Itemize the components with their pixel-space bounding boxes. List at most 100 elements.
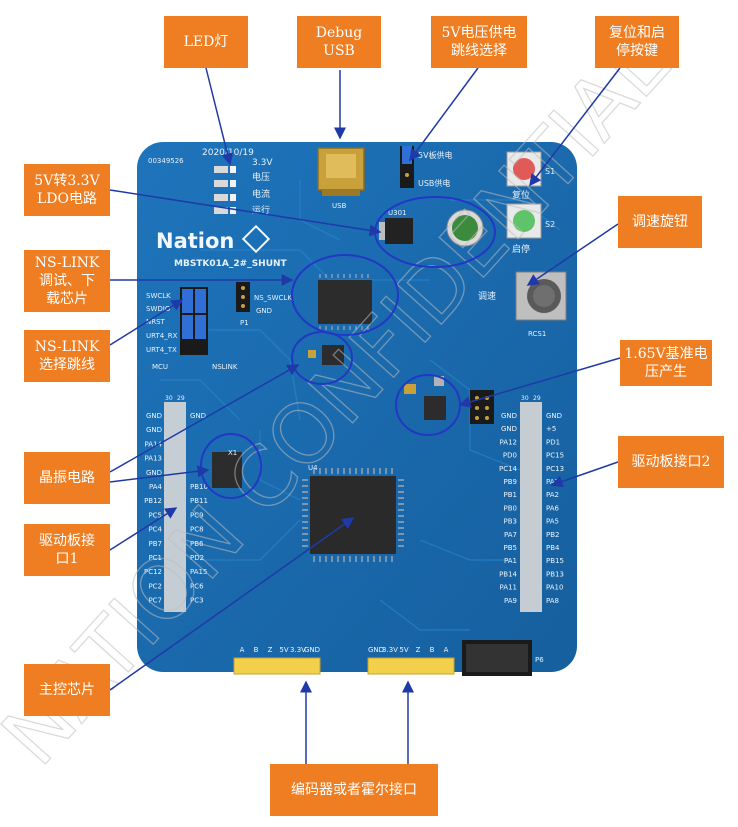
silk-usb: USB: [332, 202, 347, 210]
pin-label: PC3: [190, 597, 204, 605]
callout-reset-start: 复位和启 停按键: [595, 16, 679, 68]
usb-connector: [317, 147, 365, 196]
pin-label: PC1: [148, 554, 162, 562]
silk-model: MBSTK01A_2#_SHUNT: [174, 259, 288, 269]
pin-label: A: [240, 646, 245, 654]
callout-ldo: 5V转3.3V LDO电路: [24, 164, 110, 216]
silk-p6: P6: [535, 656, 544, 664]
pin-label: PB12: [144, 497, 162, 505]
pin-label: PC9: [190, 511, 204, 519]
silk-led-current: 电流: [252, 188, 270, 200]
pin-label: GND: [501, 412, 517, 420]
pin-label: PC13: [546, 465, 564, 473]
pin-label: PC8: [190, 526, 204, 534]
silk-urt4-tx: URT4_TX: [146, 346, 177, 354]
pin-label: PA12: [500, 438, 517, 446]
pin-label: PD1: [546, 438, 560, 446]
pin-label: PC2: [148, 582, 162, 590]
silk-5v-board: 5V板供电: [418, 150, 453, 160]
pin-label: PB5: [504, 544, 517, 552]
pin-label: PA11: [500, 584, 517, 592]
pin-label: PC6: [190, 582, 204, 590]
silk-pin29-left: 29: [177, 395, 185, 402]
logo-mark-icon: [241, 224, 271, 254]
electrolytic-capacitor: [446, 209, 484, 247]
arrow-ldo: [109, 189, 382, 237]
callout-nslink-chip: NS-LINK 调试、下 载芯片: [24, 250, 110, 312]
pin-label: PC15: [546, 452, 564, 460]
arrow-vref: [458, 357, 621, 408]
silk-s1: S1: [545, 167, 555, 176]
pin-label: PB13: [546, 570, 564, 578]
silk-ns-swclk: NS_SWCLK: [254, 294, 292, 302]
callout-drive-if2: 驱动板接口2: [618, 436, 724, 488]
silk-pin30-left: 30: [165, 395, 173, 402]
pin-label: PA6: [546, 504, 560, 512]
silk-swclk: SWCLK: [146, 292, 171, 300]
pin-label: A: [444, 646, 449, 654]
pin-label: PA14: [145, 440, 163, 448]
highlight-nslink-chip: [291, 254, 399, 336]
pin-label: PB11: [190, 497, 208, 505]
p6-header: [462, 640, 532, 676]
board-logo: Nation: [156, 229, 234, 253]
pin-label: 5V: [399, 646, 408, 654]
pin-label: PA4: [149, 483, 163, 491]
arrow-drive-2: [550, 461, 619, 488]
pin-label: +5: [546, 425, 556, 433]
pin-label: 5V: [279, 646, 288, 654]
pin-label: GND: [501, 425, 517, 433]
pin-label: PA15: [190, 568, 207, 576]
pin-label: PB15: [546, 557, 564, 565]
arrow-crystal-1: [109, 364, 300, 473]
speed-potentiometer: [515, 271, 567, 321]
silk-3v3: 3.3V: [252, 158, 273, 168]
pin-label: PB14: [499, 570, 517, 578]
status-leds: [214, 166, 236, 214]
pin-label: Z: [268, 646, 273, 654]
callout-led: LED灯: [164, 16, 248, 68]
callout-main-chip: 主控芯片: [24, 664, 110, 716]
arrow-crystal-2: [109, 465, 210, 483]
callout-5v-jumper: 5V电压供电 跳线选择: [431, 16, 527, 68]
nslink-jumper-block: [180, 287, 208, 355]
pin-label: PC12: [144, 568, 162, 576]
silk-u301: U301: [388, 209, 406, 217]
pin-label: PB6: [190, 540, 204, 548]
silk-s2: S2: [545, 220, 555, 229]
arrow-drive-1: [109, 507, 178, 551]
pin-label: PA1: [504, 557, 517, 565]
pin-label: PA7: [504, 531, 517, 539]
pin-label: PD2: [190, 554, 204, 562]
silk-u4: U4: [308, 464, 318, 472]
reset-button: [506, 151, 542, 187]
pin-label: GND: [146, 412, 162, 420]
vref-chip: [404, 376, 446, 420]
arrow-knob: [526, 223, 619, 286]
silk-board-id: 00349526: [148, 157, 184, 165]
pin-label: GND: [146, 426, 162, 434]
highlight-crystal-x1: [200, 433, 262, 499]
silk-urt4-rx: URT4_RX: [146, 332, 178, 340]
arrow-reset: [529, 67, 621, 187]
highlight-ldo: [374, 196, 496, 268]
main-mcu: [302, 468, 404, 562]
callout-crystal: 晶振电路: [24, 452, 110, 504]
arrow-nslink-jumper: [109, 299, 184, 346]
bottom-header-left: [233, 657, 321, 675]
pin-label: PB0: [504, 504, 517, 512]
silk-nrst: NRST: [146, 318, 166, 326]
pcb-board: [137, 142, 577, 672]
pin-label: 3.3V: [290, 646, 306, 654]
bottom-header-right: [367, 657, 455, 675]
callout-debug-usb: Debug USB: [297, 16, 381, 68]
pin-label: GND: [190, 412, 206, 420]
silk-usb-power: USB供电: [418, 178, 450, 188]
pin-label: PA9: [504, 597, 517, 605]
silk-p1: P1: [240, 319, 249, 327]
pin-label: PB3: [504, 518, 517, 526]
pin-label: PB10: [190, 483, 208, 491]
silk-x1: X1: [228, 449, 237, 457]
